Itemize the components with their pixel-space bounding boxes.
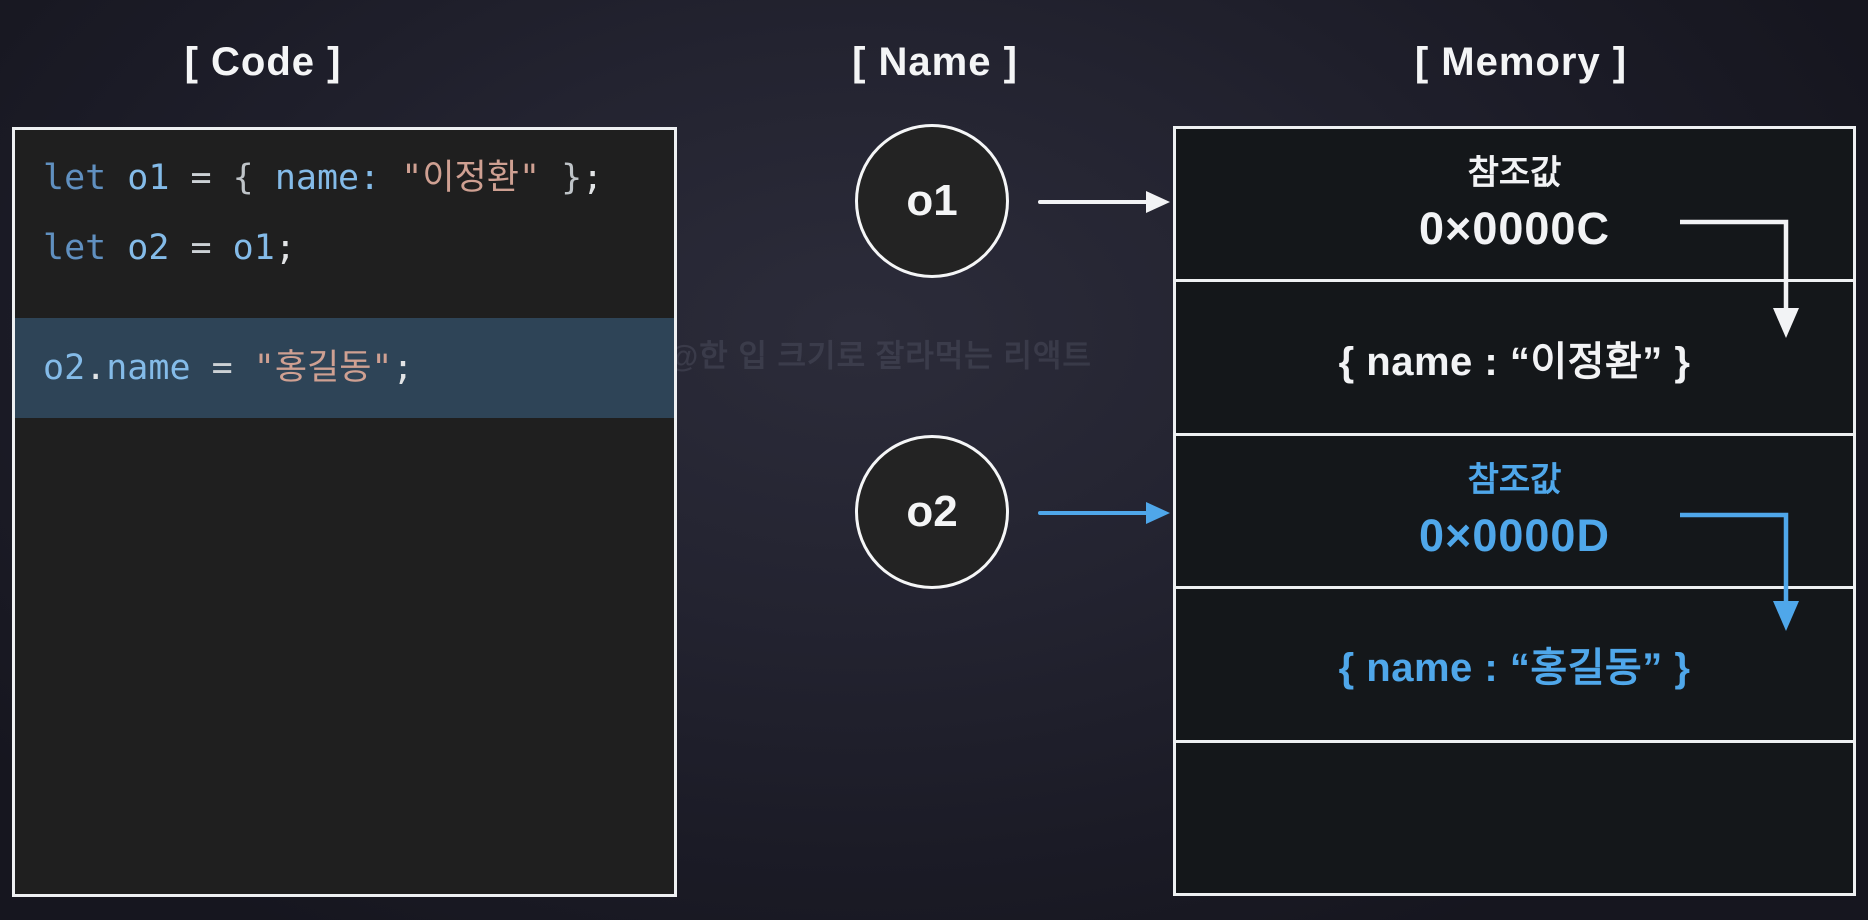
operator-token: = [211,348,254,388]
brace-token: { [232,158,275,198]
property-token: name [106,348,212,388]
o2-arrow-head-icon [1146,502,1170,524]
variable-circle-o2: o2 [855,435,1009,589]
brace-token: } [540,158,583,198]
keyword-token: let [43,228,128,268]
memory-table: 참조값 0×0000C { name : “이정환” } 참조값 0×0000D… [1173,126,1856,896]
o2-arrow-shaft [1038,511,1148,515]
code-column-title: [ Code ] [184,40,342,84]
code-blank-line [15,283,674,318]
dot-token: . [85,348,107,388]
o1-arrow-head-icon [1146,191,1170,213]
reference-address: 0×0000C [1419,203,1610,255]
memory-row-empty [1176,743,1853,893]
variable-circle-o1: o1 [855,124,1009,278]
code-lines: let o1 = { name: "이정환" }; let o2 = o1; o… [15,130,674,418]
o1-arrow-shaft [1038,200,1148,204]
memory-row-object-2: { name : “홍길동” } [1176,589,1853,743]
object-value: { name : “홍길동” } [1338,646,1691,691]
semicolon-token: ; [392,348,414,388]
memory-row-object-1: { name : “이정환” } [1176,282,1853,436]
memory-row-reference-1: 참조값 0×0000C [1176,129,1853,283]
property-token: name: [274,158,402,198]
memory-row-reference-2: 참조값 0×0000D [1176,436,1853,590]
semicolon-token: ; [274,228,296,268]
reference-label: 참조값 [1467,154,1562,193]
reference-label: 참조값 [1467,461,1562,500]
variable-token: o2 [43,348,86,388]
operator-token: = [190,158,233,198]
white-elbow-arrow-icon [1680,219,1799,338]
variable-label-o1: o1 [906,176,958,225]
variable-token: o1 [127,158,191,198]
memory-column-title: [ Memory ] [1414,40,1628,84]
reference-address: 0×0000D [1419,510,1610,562]
semicolon-token: ; [582,158,604,198]
string-token: "홍길동" [253,348,393,388]
code-line-2: let o2 = o1; [15,213,674,283]
string-token: "이정환" [401,158,541,198]
name-column-title: [ Name ] [852,40,1018,84]
variable-token: o1 [232,228,275,268]
watermark-text: @한 입 크기로 잘라먹는 리액트 [668,338,1092,374]
code-panel: let o1 = { name: "이정환" }; let o2 = o1; o… [12,127,677,897]
object-value: { name : “이정환” } [1338,339,1691,384]
operator-token: = [190,228,233,268]
code-line-3-highlighted: o2.name = "홍길동"; [15,318,674,418]
variable-token: o2 [127,228,191,268]
code-line-1: let o1 = { name: "이정환" }; [15,143,674,213]
variable-label-o2: o2 [906,487,958,536]
keyword-token: let [43,158,128,198]
blue-elbow-arrow-icon [1680,512,1799,631]
